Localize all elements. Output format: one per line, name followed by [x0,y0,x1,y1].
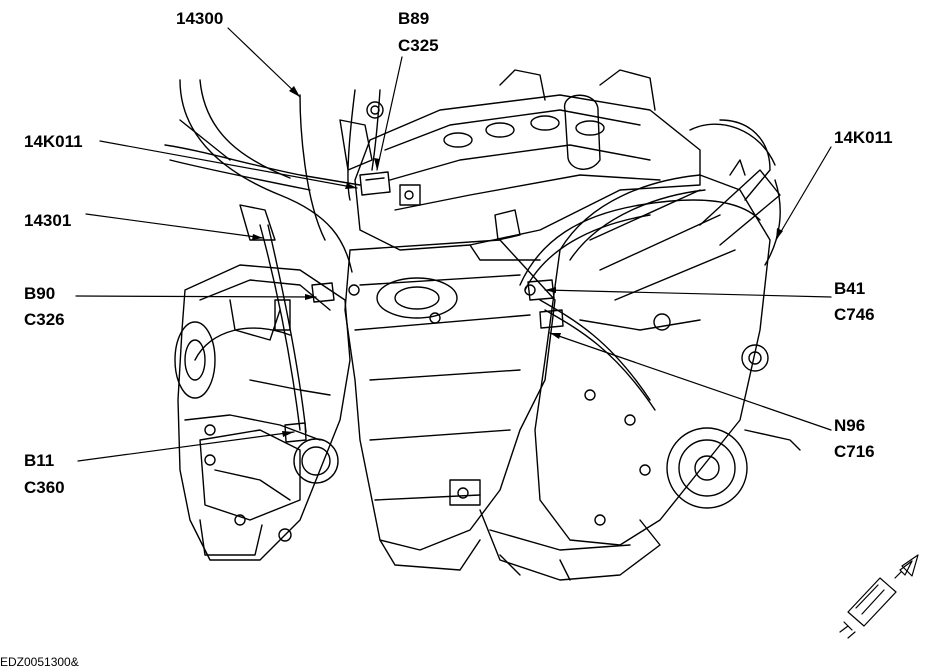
callout-b11: B11 [24,451,55,470]
callout-c360: C360 [24,478,65,497]
leader-lines [75,27,832,462]
callout-b41: B41 [834,279,866,298]
cylinder-head [339,69,701,261]
callout-b89: B89 [398,9,430,28]
transmission-housing [174,264,351,561]
connector-c360 [284,422,307,443]
callout-14k011-right: 14K011 [834,128,893,147]
callout-14301: 14301 [24,211,72,230]
callout-n96: N96 [834,416,866,435]
figure-id: EDZ0051300& [0,655,79,669]
engine-block [344,239,556,571]
callout-c716: C716 [834,442,875,461]
callout-c325: C325 [398,36,439,55]
connector-c746 [527,279,555,301]
arrow-vehicle-front-icon [839,554,919,639]
callout-c326: C326 [24,310,65,329]
connector-c716 [539,309,564,329]
callout-14300: 14300 [176,9,224,28]
callout-c746: C746 [834,305,875,324]
callout-b90: B90 [24,284,56,303]
oil-pan [479,509,661,581]
wiring-harness [164,79,781,433]
callout-14k011-left: 14K011 [24,132,83,151]
leader-arrowheads [252,86,783,437]
timing-cover [534,119,801,546]
connector-c325 [359,171,391,196]
